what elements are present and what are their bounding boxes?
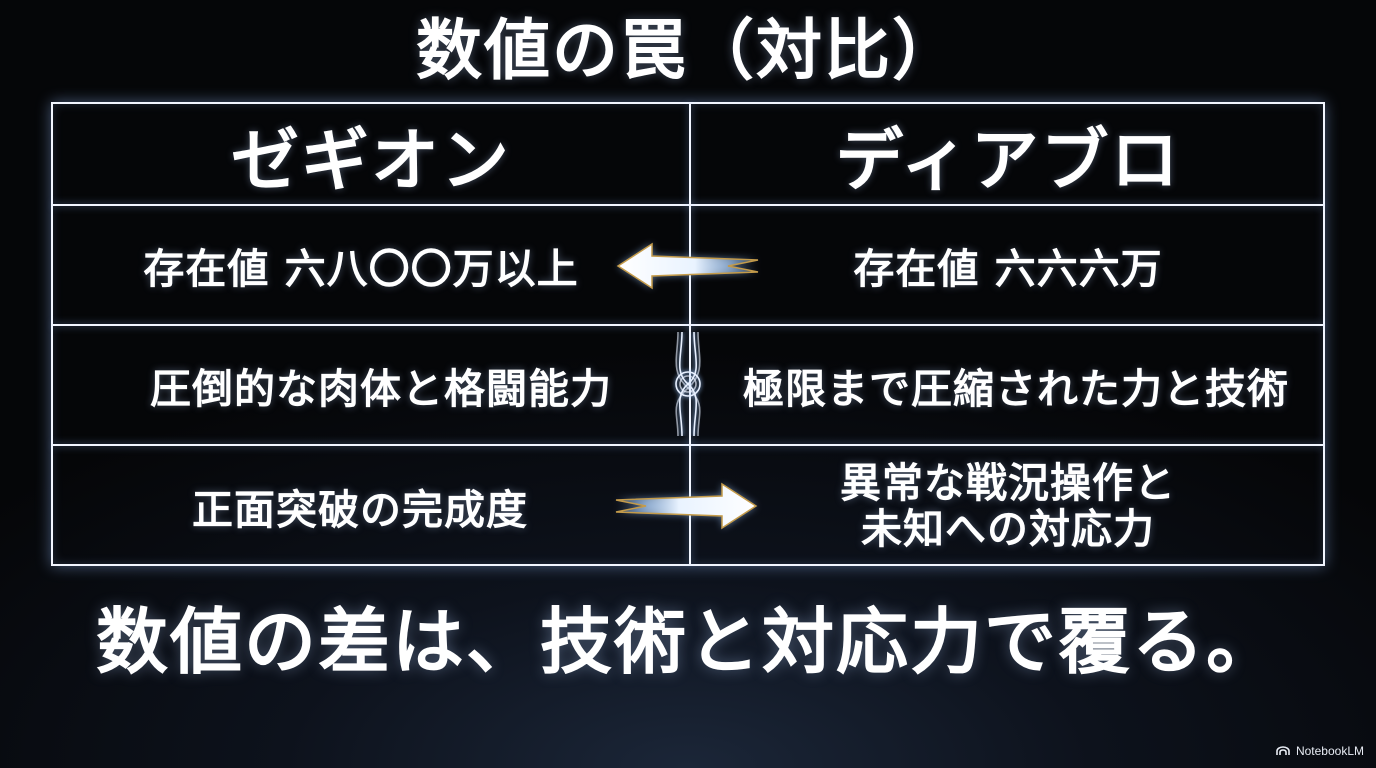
column-divider <box>689 104 691 564</box>
row-divider <box>53 204 1323 206</box>
zegion-existence-value: 存在値 六八〇〇万以上 <box>143 245 579 293</box>
page-title: 数値の罠（対比） <box>416 11 960 89</box>
watermark-label: NotebookLM <box>1295 744 1364 758</box>
conclusion-text: 数値の差は、技術と対応力で覆る。 <box>95 599 1280 684</box>
arrow-right-icon <box>615 482 758 530</box>
row-divider <box>53 324 1323 326</box>
comparison-table: ゼギオン ディアブロ 存在値 六八〇〇万以上 存在値 六六六万 圧倒的な肉体と格… <box>51 102 1325 566</box>
row-divider <box>53 444 1323 446</box>
diablo-strength: 極限まで圧縮された力と技術 <box>743 365 1289 413</box>
diablo-style-line-2: 未知への対応力 <box>861 505 1155 553</box>
diablo-style-line-1: 異常な戦況操作と <box>840 459 1176 507</box>
zegion-style: 正面突破の完成度 <box>192 486 528 534</box>
knot-icon <box>674 332 702 436</box>
diablo-style: 異常な戦況操作と 未知への対応力 <box>691 446 1325 566</box>
header-diablo: ディアブロ <box>835 120 1181 201</box>
header-zegion: ゼギオン <box>230 120 511 201</box>
notebooklm-watermark: NotebookLM <box>1276 744 1364 758</box>
diablo-existence-value: 存在値 六六六万 <box>853 245 1163 293</box>
notebooklm-logo-icon <box>1276 746 1290 755</box>
zegion-strength: 圧倒的な肉体と格闘能力 <box>150 365 612 413</box>
arrow-left-icon <box>616 242 759 290</box>
